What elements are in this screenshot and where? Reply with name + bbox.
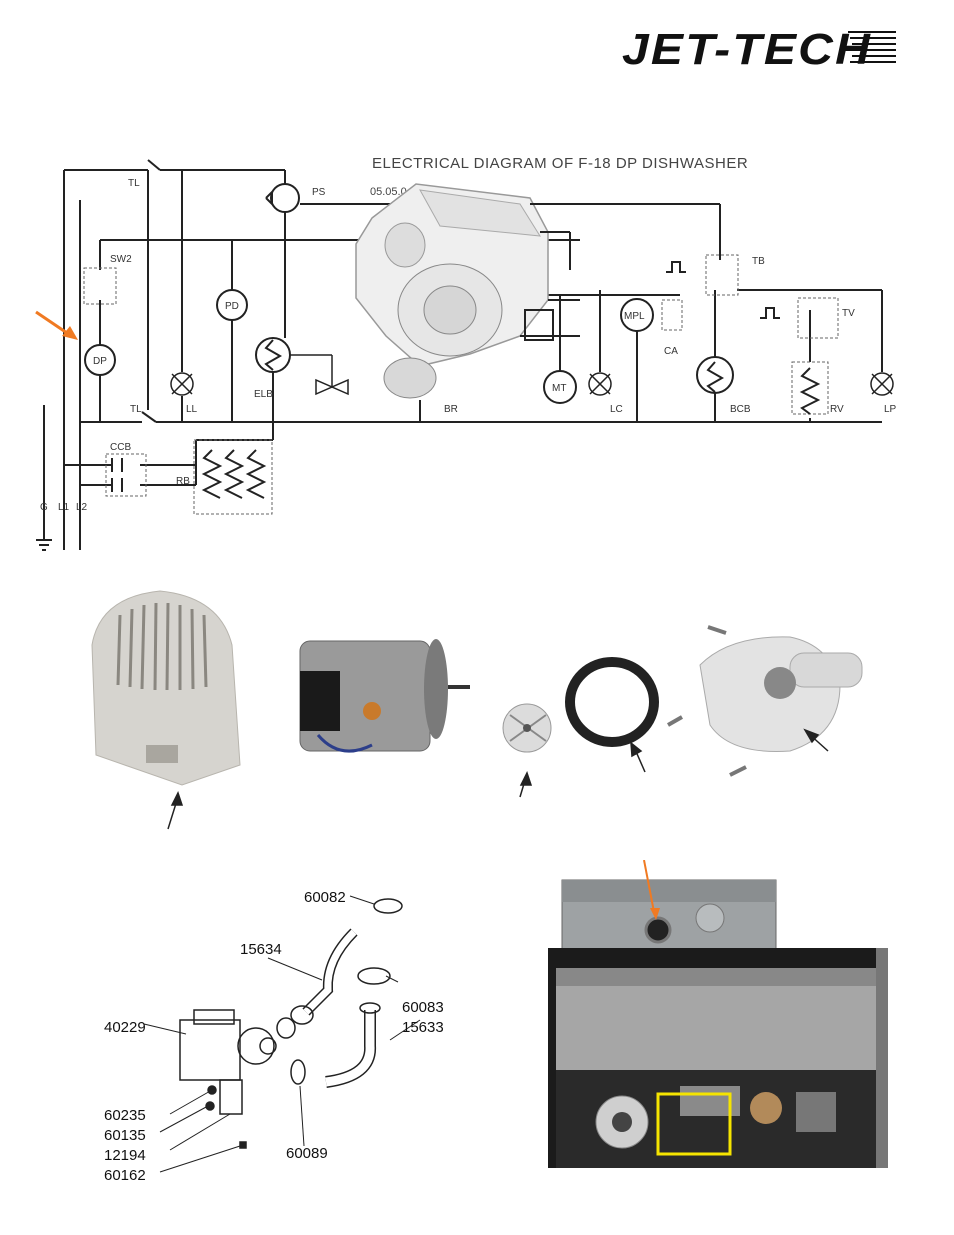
logo-text: JET-TECH [622,25,872,72]
pump-housing-photo [667,625,863,777]
part-arrows [167,728,829,830]
part-60083: 60083 [402,999,444,1016]
diagram-title: ELECTRICAL DIAGRAM OF F-18 DP DISHWASHER [372,155,748,172]
label-lp: LP [884,404,897,415]
label-ca: CA [664,346,678,357]
machine-interior-photo [548,860,888,1168]
electrical-diagram: ELECTRICAL DIAGRAM OF F-18 DP DISHWASHER… [35,155,897,551]
motor-photo [299,639,470,753]
label-pd: PD [225,301,239,312]
highlight-box-drain-pump [656,1092,732,1156]
label-br: BR [444,404,458,415]
jet-tech-logo: JET-TECH [622,25,896,72]
contacts [111,411,157,492]
label-dp: DP [93,356,107,367]
thermostat-symbols [265,189,780,319]
label-bcb: BCB [730,404,751,415]
exploded-leader-lines [143,895,421,1173]
part-60089: 60089 [286,1145,328,1162]
label-mt: MT [552,383,566,394]
orange-arrow-inset [643,860,660,920]
label-ccb: CCB [110,442,131,453]
exploded-drawing [179,898,403,1149]
pump-cover-photo [91,590,241,786]
diagram-date: 05.05.0 [370,186,407,198]
label-tl-top: TL [128,178,140,189]
dp-circle [84,344,116,376]
machine-body [548,948,888,1168]
label-l1: L1 [58,502,70,513]
component-circles [84,183,734,404]
label-tb: TB [752,256,765,267]
resistors [201,339,821,499]
impeller-photo [502,703,552,753]
part-12194: 12194 [104,1147,146,1164]
part-15633: 15633 [402,1019,444,1036]
valve-symbol [290,354,349,396]
label-tv: TV [842,308,855,319]
label-mpl: MPL [624,311,645,322]
label-rv: RV [830,404,844,415]
orange-arrow-dp [35,310,78,340]
part-40229: 40229 [104,1019,146,1036]
mpl-circle [620,298,654,332]
label-l2: L2 [76,502,88,513]
logo-speed-lines [848,31,896,63]
part-60162: 60162 [104,1167,146,1184]
part-60135: 60135 [104,1127,146,1144]
label-tl-bottom: TL [130,404,142,415]
pump-overlay-image [355,183,580,422]
part-15634: 15634 [240,941,282,958]
lamp-symbols [170,372,894,396]
ps-circle [270,183,300,213]
label-rb: RB [176,476,190,487]
mt-circle [543,370,577,404]
pd-circle [216,289,248,321]
label-lc: LC [610,404,623,415]
part-60082: 60082 [304,889,346,906]
label-ll: LL [186,404,198,415]
elb-circle [255,337,291,373]
component-photos [91,590,863,830]
label-g: G [40,502,48,513]
gasket-photo [565,657,659,747]
part-60235: 60235 [104,1107,146,1124]
label-elb: ELB [254,389,273,400]
label-ps: PS [312,187,326,198]
exploded-parts-view: 60082 15634 60083 15633 40229 60235 6013… [104,889,444,1184]
label-sw2: SW2 [110,254,132,265]
